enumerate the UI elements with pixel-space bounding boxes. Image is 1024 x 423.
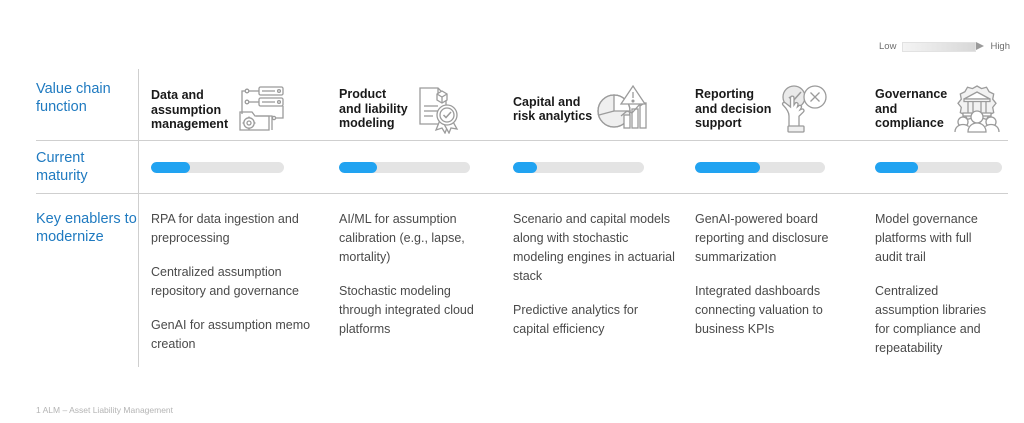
enabler-item: Model governance platforms with full aud… <box>875 212 978 264</box>
enablers-cells: RPA for data ingestion and preprocessing… <box>138 195 1008 367</box>
enabler-item: RPA for data ingestion and preprocessing <box>151 212 299 245</box>
enabler-item: Integrated dashboards connecting valuati… <box>695 284 823 336</box>
enabler-item: AI/ML for assumption calibration (e.g., … <box>339 212 465 264</box>
legend-gradient-bar <box>902 41 977 52</box>
legend-low-label: Low <box>879 41 897 52</box>
maturity-bar-track <box>513 161 644 173</box>
maturity-cells <box>138 132 1008 202</box>
server-folder-gear-icon <box>232 84 286 134</box>
enabler-item: Predictive analytics for capital efficie… <box>513 303 639 336</box>
function-cells: Data and assumption management <box>138 69 1008 149</box>
row-label-function: Value chain function <box>36 81 111 115</box>
value-chain-table: Value chain function Data and assumption… <box>36 69 1008 367</box>
value-chain-function-row: Value chain function Data and assumption… <box>36 69 1008 149</box>
maturity-bar-fill <box>695 161 760 173</box>
enabler-item: GenAI for assumption memo creation <box>151 318 311 351</box>
maturity-bar-track <box>339 161 470 173</box>
row-label-enablers: Key enablers to modernize <box>36 211 137 245</box>
legend-gradient <box>902 41 985 52</box>
enablers-cell-data-and-assumption-management: RPA for data ingestion and preprocessing… <box>138 204 326 358</box>
maturity-cell-governance-and-compliance <box>862 141 1008 193</box>
maturity-bar-track <box>695 161 825 173</box>
maturity-cell-capital-and-risk-analytics <box>500 141 682 193</box>
function-title: Reporting and decision support <box>695 87 772 131</box>
maturity-legend: Low High <box>879 41 1010 52</box>
function-cell-reporting-and-decision-support: Reporting and decision support <box>682 78 862 140</box>
enablers-cell-governance-and-compliance: Model governance platforms with full aud… <box>862 204 1008 358</box>
function-cell-data-and-assumption-management: Data and assumption management <box>138 78 326 140</box>
function-title: Capital and risk analytics <box>513 94 593 124</box>
maturity-bar-fill <box>151 161 190 173</box>
function-title: Data and assumption management <box>151 88 229 132</box>
enabler-item: Stochastic modeling through integrated c… <box>339 284 474 336</box>
divider-2 <box>36 193 1008 194</box>
institution-gear-people-icon <box>951 84 1003 134</box>
maturity-bar-track <box>151 161 284 173</box>
function-cell-capital-and-risk-analytics: Capital and risk analytics <box>500 78 682 140</box>
function-title: Governance and compliance <box>875 87 948 131</box>
enablers-cell-product-and-liability-modeling: AI/ML for assumption calibration (e.g., … <box>326 204 500 358</box>
pie-bar-chart-warning-icon <box>596 83 650 135</box>
enablers-cell-reporting-and-decision-support: GenAI-powered board reporting and disclo… <box>682 204 862 358</box>
maturity-cell-data-and-assumption-management <box>138 141 326 193</box>
footnote: 1 ALM – Asset Liability Management <box>36 405 174 415</box>
maturity-cell-reporting-and-decision-support <box>682 141 862 193</box>
function-cell-governance-and-compliance: Governance and compliance <box>862 78 1008 140</box>
function-title: Product and liability modeling <box>339 87 408 131</box>
maturity-bar-fill <box>875 161 919 173</box>
enabler-item: Scenario and capital models along with s… <box>513 212 675 283</box>
legend-arrow-icon <box>976 42 985 50</box>
enablers-cell-capital-and-risk-analytics: Scenario and capital models along with s… <box>500 204 682 358</box>
enabler-item: Centralized assumption libraries for com… <box>875 284 987 355</box>
divider-1 <box>36 140 1008 141</box>
key-enablers-row: Key enablers to modernize RPA for data i… <box>36 194 1008 367</box>
maturity-bar-fill <box>339 161 377 173</box>
maturity-bar-fill <box>513 161 537 173</box>
maturity-bar-track <box>875 161 1002 173</box>
document-certificate-icon <box>412 84 464 135</box>
enabler-item: GenAI-powered board reporting and disclo… <box>695 212 829 264</box>
enabler-item: Centralized assumption repository and go… <box>151 265 300 298</box>
function-cell-product-and-liability-modeling: Product and liability modeling <box>326 78 500 140</box>
maturity-cell-product-and-liability-modeling <box>326 141 500 193</box>
approve-reject-hand-icon <box>775 83 829 135</box>
current-maturity-row: Current maturity <box>36 132 1008 202</box>
legend-high-label: High <box>990 41 1010 52</box>
row-label-maturity: Current maturity <box>36 150 88 184</box>
